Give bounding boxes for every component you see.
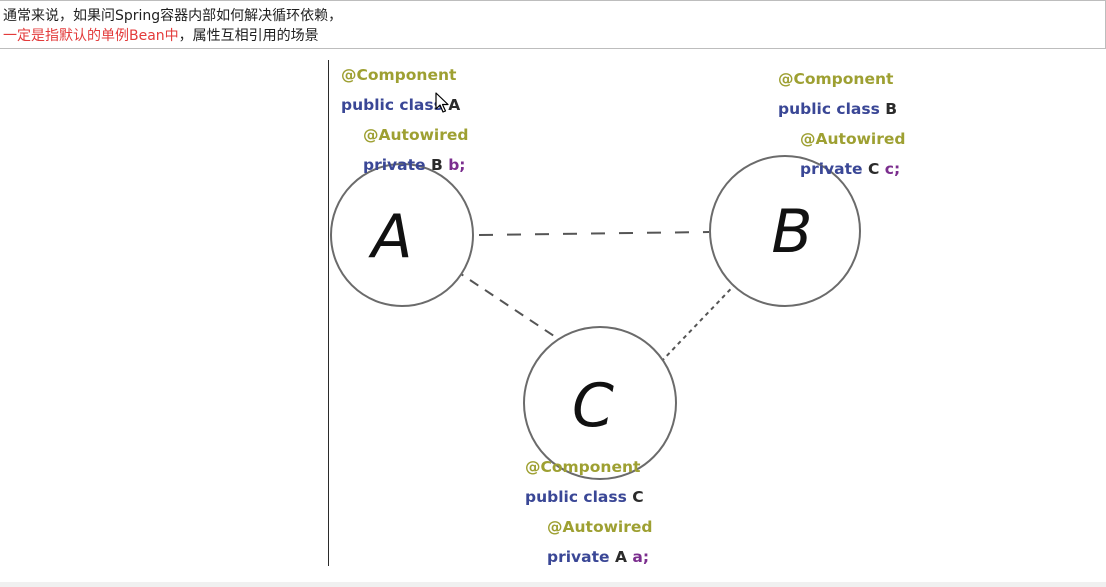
keyword-public-class: public class [778,100,880,118]
annotation-autowired: @Autowired [547,518,653,536]
annotation-component: @Component [778,70,894,88]
edge-b-c [656,271,748,367]
keyword-public-class: public class [341,96,443,114]
node-b: B [709,155,861,307]
header-text: 通常来说，如果问Spring容器内部如何解决循环依赖， 一定是指默认的单例Bea… [3,6,342,46]
code-block-a: @Component public class A @Autowired pri… [341,60,468,180]
code-block-c: @Component public class C @Autowired pri… [525,452,652,572]
diagram-canvas: A B C [330,155,861,480]
keyword-private: private [547,548,610,566]
node-c: C [523,326,677,480]
node-a-label: A [367,202,412,272]
node-a: A [330,163,474,307]
header-line-1: 通常来说，如果问Spring容器内部如何解决循环依赖， [3,8,343,24]
field-var: c; [884,160,901,178]
annotation-component: @Component [525,458,641,476]
header-highlight: 一定是指默认的单例Bean中 [3,28,179,44]
field-var: b; [448,156,466,174]
header-divider [0,48,1106,49]
field-type: B [430,156,443,174]
keyword-private: private [363,156,426,174]
annotation-component: @Component [341,66,457,84]
circular-dependency-diagram: A B C @Component public class A @Autowir… [329,60,969,566]
class-name: C [632,488,644,506]
header-line-2: 一定是指默认的单例Bean中，属性互相引用的场景 [3,26,342,46]
node-c-label: C [572,371,614,441]
field-type: C [867,160,880,178]
code-block-b: @Component public class B @Autowired pri… [778,64,905,184]
annotation-autowired: @Autowired [800,130,906,148]
annotation-autowired: @Autowired [363,126,469,144]
top-border [0,0,1106,1]
mouse-cursor-icon [435,92,449,113]
field-type: A [614,548,627,566]
edge-a-b [478,231,710,236]
class-name: A [448,96,461,114]
header-rest: ，属性互相引用的场景 [178,28,319,44]
bottom-bar [0,582,1106,587]
class-name: B [885,100,898,118]
diagram-left-border [328,60,329,566]
keyword-public-class: public class [525,488,627,506]
keyword-private: private [800,160,863,178]
node-b-label: B [771,197,812,267]
field-var: a; [632,548,650,566]
